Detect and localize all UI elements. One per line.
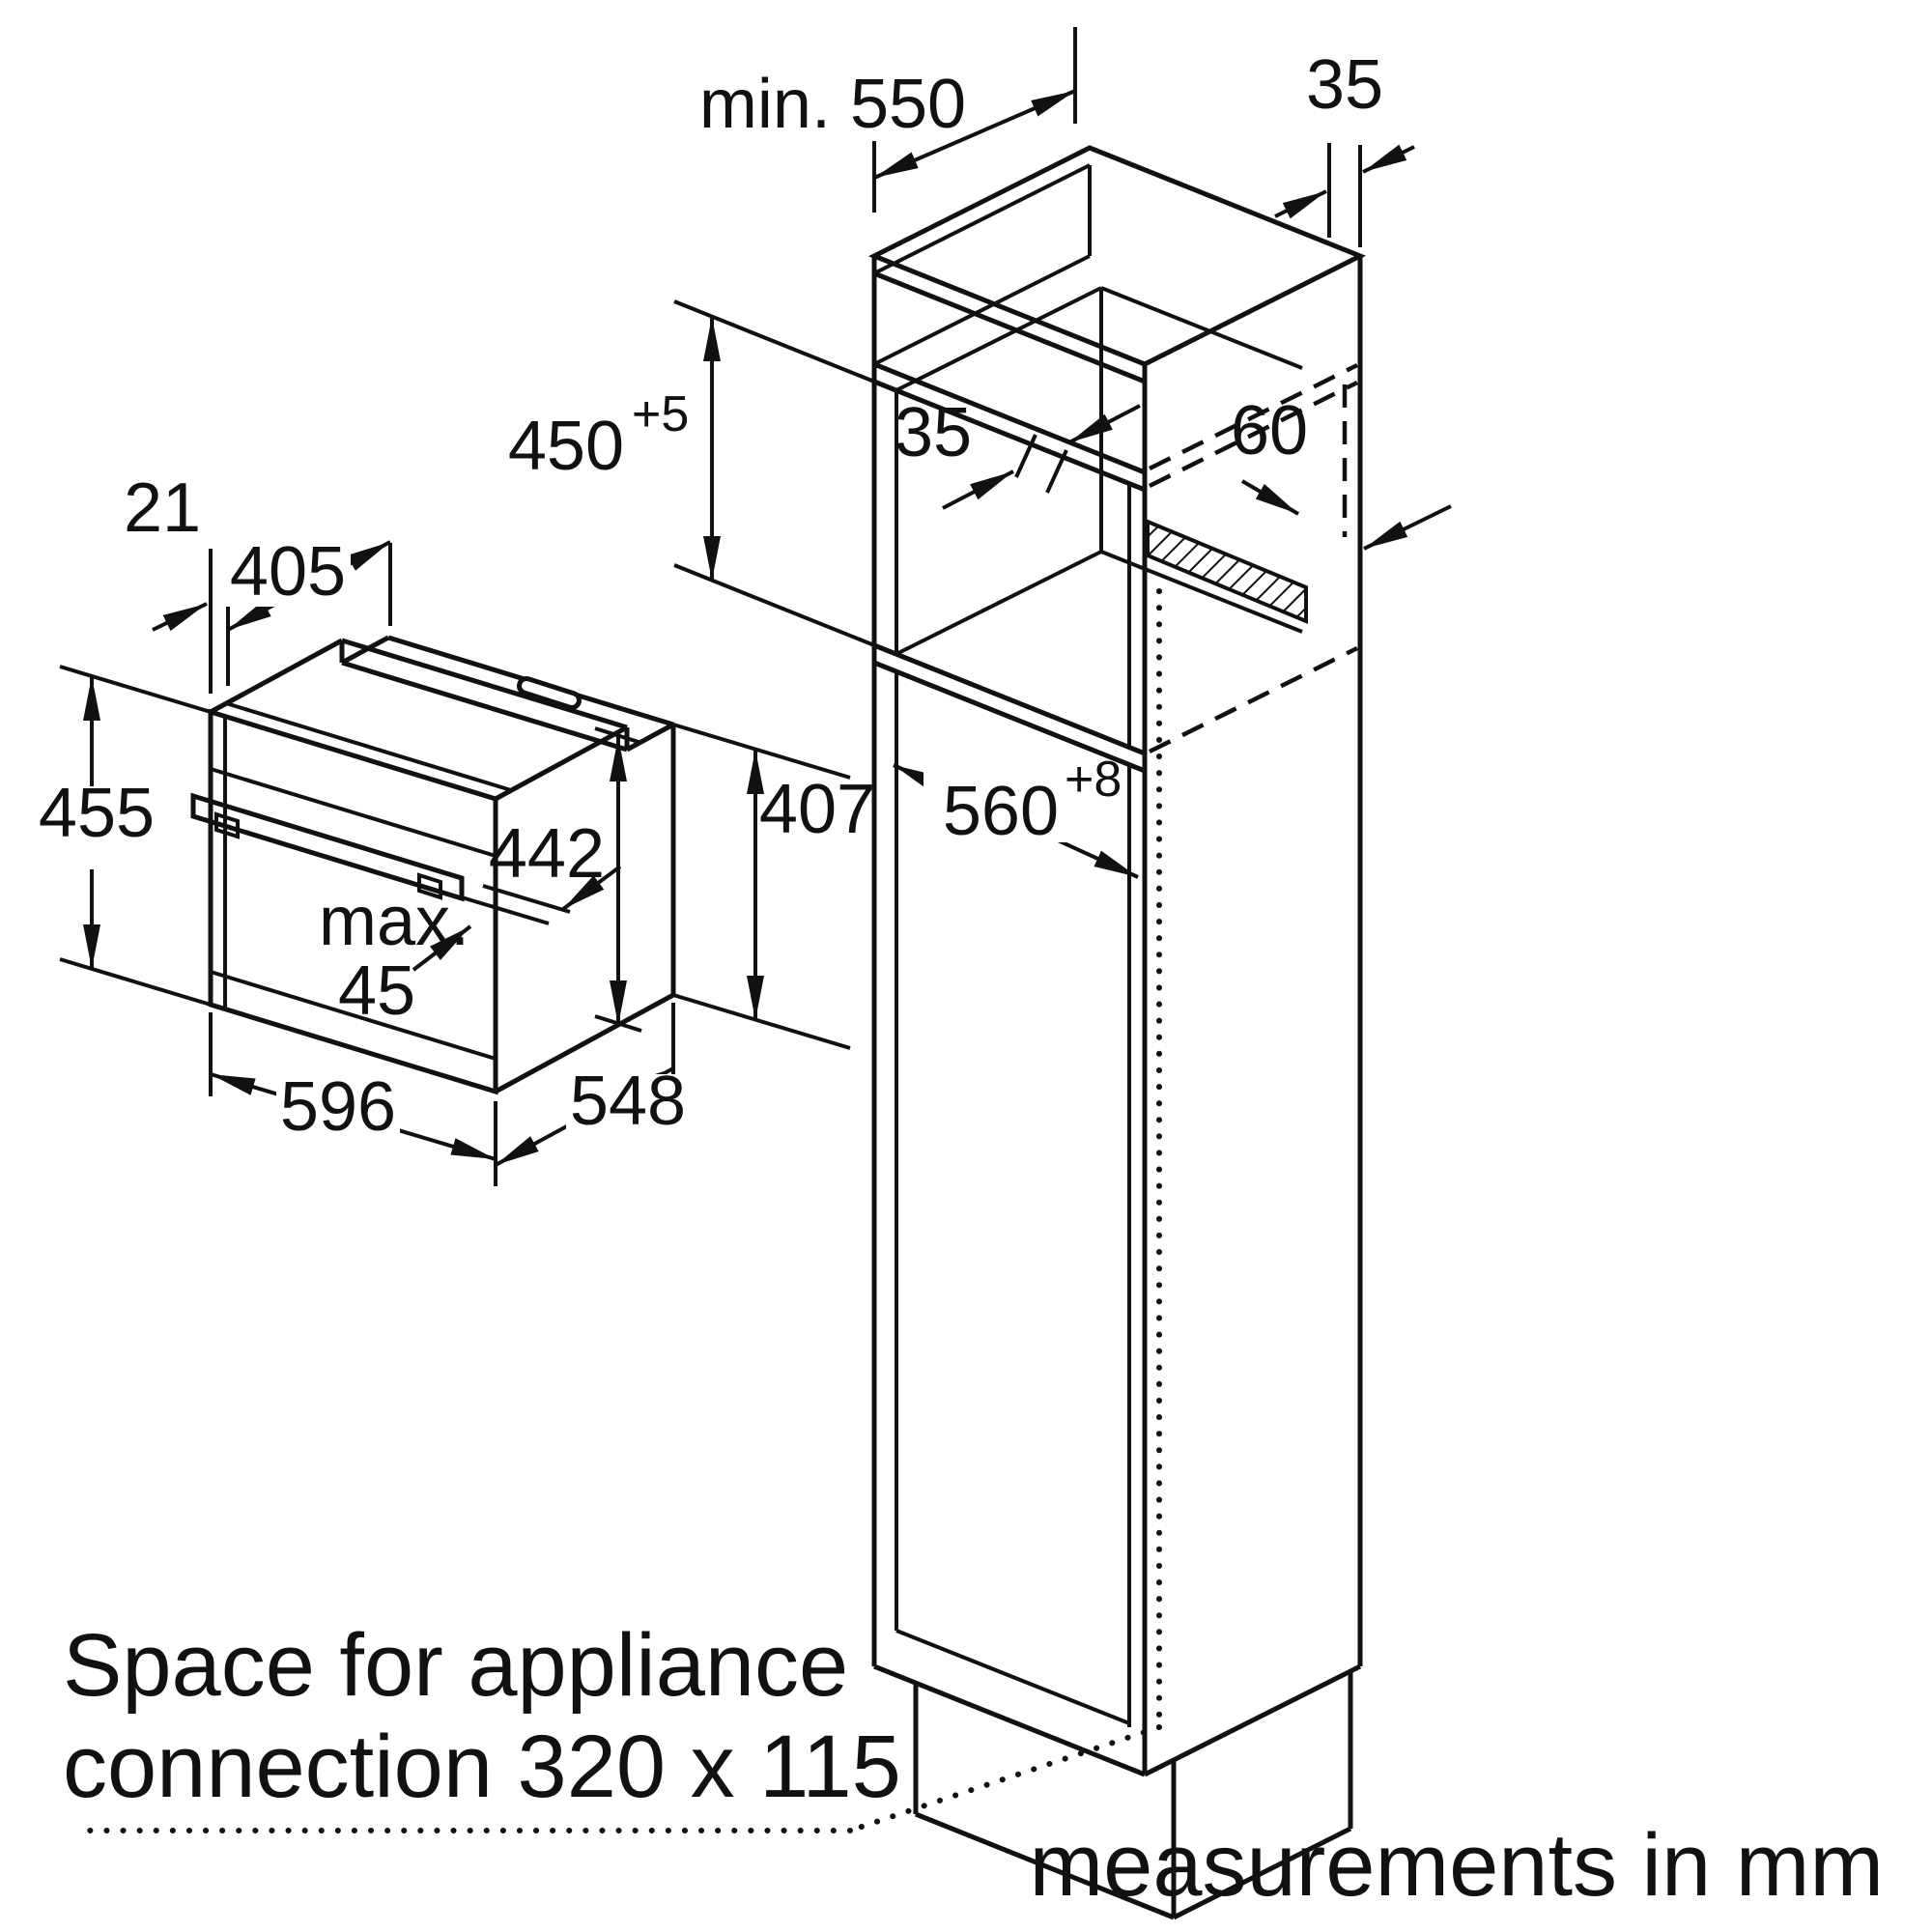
units-note: measurements in mm — [1030, 1816, 1884, 1915]
appliance-dimensions: 21 405 455 442 — [39, 469, 875, 1186]
vent-channel-hatch — [1146, 519, 1308, 624]
dim-label-455: 455 — [39, 775, 155, 852]
dim-label-min-550: min. 550 — [699, 66, 966, 143]
cabinet-hidden-lines — [1148, 362, 1359, 754]
dim-405: 405 — [225, 533, 392, 632]
cabinet-dimensions: min. 550 35 450 +5 — [508, 27, 1452, 879]
dim-label-548: 548 — [570, 1063, 686, 1140]
dim-35-inner: 35 — [895, 394, 1141, 510]
dim-21: 21 — [124, 469, 287, 694]
cabinet-drawing: min. 550 35 450 +5 — [72, 27, 1452, 1920]
dim-label-450: 450 — [508, 408, 624, 485]
dim-label-442: 442 — [489, 815, 605, 893]
dim-label-405: 405 — [230, 533, 346, 611]
dim-label-596: 596 — [280, 1068, 396, 1146]
connection-leader-dotted — [72, 588, 1162, 1833]
dim-35-top: 35 — [1274, 46, 1415, 247]
dim-label-560: 560 — [943, 773, 1059, 850]
dim-label-560-tolerance: +8 — [1065, 752, 1122, 808]
dim-label-max: max. — [319, 883, 469, 960]
connection-note-line1: Space for appliance — [63, 1616, 848, 1715]
connection-note-line2: connection 320 x 115 — [63, 1718, 901, 1816]
footer-notes: Space for appliance connection 320 x 115… — [63, 1616, 1884, 1915]
side-pointer-arrow — [1363, 504, 1452, 551]
dim-label-35-inner: 35 — [895, 394, 972, 471]
dim-min-550: min. 550 — [699, 27, 1077, 213]
appliance-outline — [208, 635, 676, 1095]
dim-label-45: 45 — [338, 952, 415, 1030]
dim-label-35-top: 35 — [1306, 46, 1383, 124]
dim-548: 548 — [495, 1003, 690, 1167]
dim-455: 455 — [39, 665, 212, 1007]
dim-label-60: 60 — [1231, 392, 1308, 469]
appliance-drawing: 21 405 455 442 — [39, 469, 875, 1186]
dim-560: 560 +8 — [893, 752, 1139, 879]
dim-60: 60 — [1231, 392, 1308, 516]
dim-450: 450 +5 — [508, 299, 875, 647]
dim-596: 596 — [209, 1012, 497, 1186]
dim-label-21: 21 — [124, 469, 201, 547]
dim-max-45: max. 45 — [319, 865, 622, 1030]
dim-label-407: 407 — [759, 771, 875, 848]
dim-label-450-tolerance: +5 — [632, 386, 689, 442]
dim-407: 407 — [672, 723, 875, 1050]
